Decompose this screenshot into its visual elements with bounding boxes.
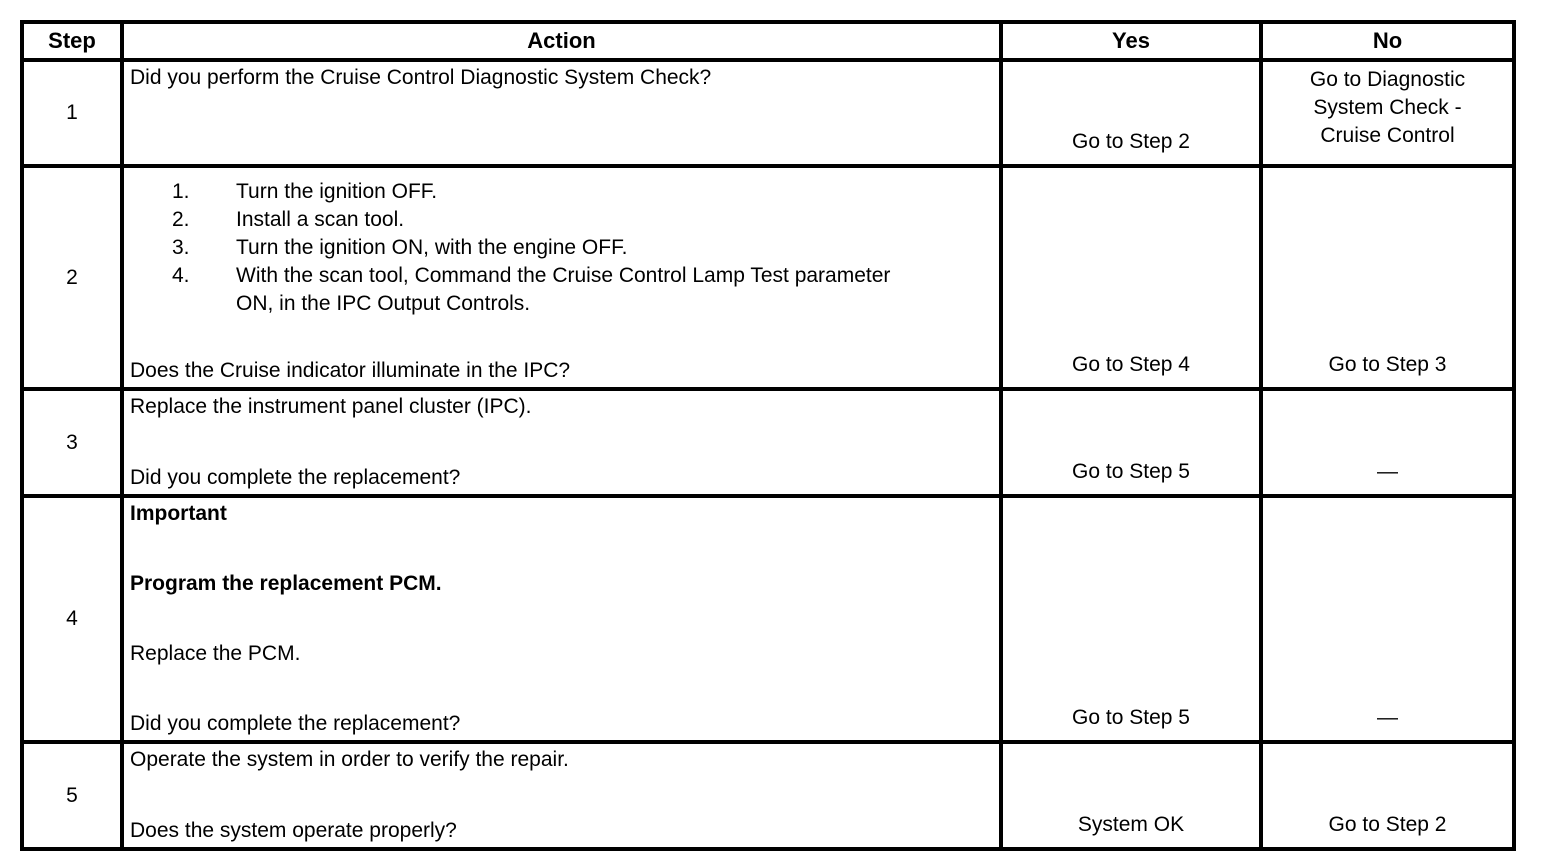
list-item-text: Install a scan tool. <box>236 208 405 231</box>
list-item-number: 3. <box>172 236 190 259</box>
list-item-text: Turn the ignition ON, with the engine OF… <box>236 236 628 259</box>
list-item-number: 1. <box>172 180 190 203</box>
action-question: Did you complete the replacement? <box>130 712 461 735</box>
action-cell: Important Program the replacement PCM. R… <box>120 494 1003 744</box>
no-cell: — <box>1259 494 1516 744</box>
action-list-item: 4. With the scan tool, Command the Cruis… <box>172 262 993 318</box>
no-cell: — <box>1259 387 1516 498</box>
no-col-header: No <box>1259 20 1516 62</box>
action-cell: 1. Turn the ignition OFF. 2. Install a s… <box>120 164 1003 391</box>
step-col-header: Step <box>20 20 124 62</box>
action-cell: Replace the instrument panel cluster (IP… <box>120 387 1003 498</box>
no-cell: Go to Step 2 <box>1259 740 1516 851</box>
table-row-step-4: 4 Important Program the replacement PCM.… <box>20 494 1516 744</box>
step-number: 4 <box>20 494 124 744</box>
yes-cell: Go to Step 5 <box>999 494 1263 744</box>
table-row-step-2: 2 1. Turn the ignition OFF. 2. Install a… <box>20 164 1516 391</box>
step-number: 2 <box>20 164 124 391</box>
step-number: 1 <box>20 58 124 168</box>
list-item-text: With the scan tool, Command the Cruise C… <box>236 264 891 315</box>
action-cell: Did you perform the Cruise Control Diagn… <box>120 58 1003 168</box>
table-row-step-5: 5 Operate the system in order to verify … <box>20 740 1516 851</box>
table-row-step-1: 1 Did you perform the Cruise Control Dia… <box>20 58 1516 168</box>
action-list-item: 3. Turn the ignition ON, with the engine… <box>172 234 993 262</box>
action-text: Operate the system in order to verify th… <box>130 748 569 771</box>
yes-cell: Go to Step 5 <box>999 387 1263 498</box>
action-question: Did you perform the Cruise Control Diagn… <box>130 66 712 89</box>
diagnostic-table: Step Action Yes No 1 Did you perform the… <box>20 20 1516 851</box>
action-numbered-list: 1. Turn the ignition OFF. 2. Install a s… <box>172 178 993 318</box>
yes-cell: Go to Step 4 <box>999 164 1263 391</box>
step-number: 5 <box>20 740 124 851</box>
action-question: Does the system operate properly? <box>130 819 457 842</box>
no-cell: Go to Diagnostic System Check - Cruise C… <box>1259 58 1516 168</box>
action-list-item: 1. Turn the ignition OFF. <box>172 178 993 206</box>
list-item-number: 4. <box>172 264 190 287</box>
list-item-text: Turn the ignition OFF. <box>236 180 438 203</box>
action-text: Replace the PCM. <box>130 642 301 665</box>
step-number: 3 <box>20 387 124 498</box>
yes-cell: Go to Step 2 <box>999 58 1263 168</box>
no-cell: Go to Step 3 <box>1259 164 1516 391</box>
yes-col-header: Yes <box>999 20 1263 62</box>
list-item-number: 2. <box>172 208 190 231</box>
table-row-step-3: 3 Replace the instrument panel cluster (… <box>20 387 1516 498</box>
action-question: Does the Cruise indicator illuminate in … <box>130 359 571 382</box>
header-row: Step Action Yes No <box>20 20 1516 62</box>
action-list-item: 2. Install a scan tool. <box>172 206 993 234</box>
yes-cell: System OK <box>999 740 1263 851</box>
important-note: Program the replacement PCM. <box>130 572 442 595</box>
action-text: Replace the instrument panel cluster (IP… <box>130 395 532 418</box>
important-label: Important <box>130 502 227 525</box>
action-col-header: Action <box>120 20 1003 62</box>
action-cell: Operate the system in order to verify th… <box>120 740 1003 851</box>
action-question: Did you complete the replacement? <box>130 466 461 489</box>
